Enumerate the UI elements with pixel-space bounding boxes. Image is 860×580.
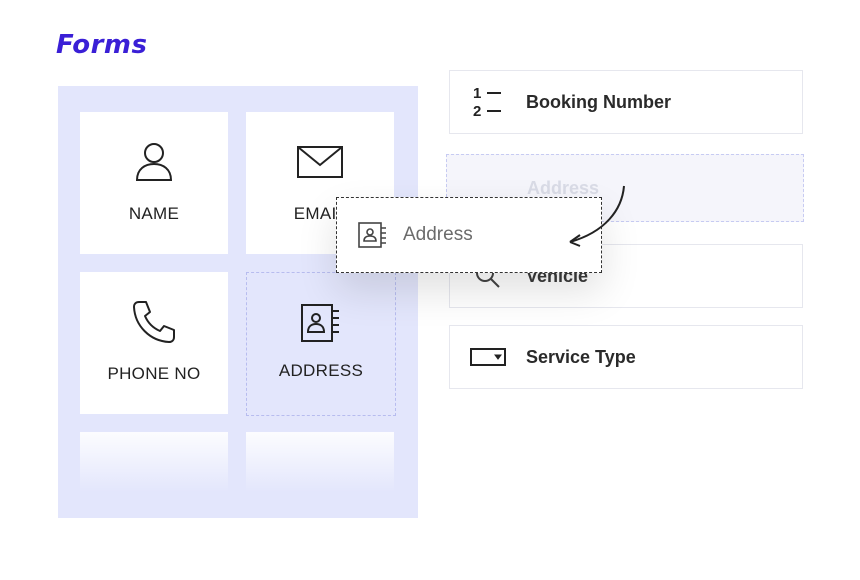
dragged-field-label: Address xyxy=(403,224,473,245)
palette-tile-name[interactable]: NAME xyxy=(80,112,228,254)
palette-tile-address[interactable]: ADDRESS xyxy=(246,272,396,416)
form-field-service-type[interactable]: Service Type xyxy=(449,325,803,389)
address-book-icon xyxy=(357,221,389,249)
envelope-icon xyxy=(296,140,344,184)
phone-icon xyxy=(131,300,177,344)
numbered-list-icon: 1 2 xyxy=(460,84,516,120)
palette-tile-email[interactable]: EMAIL xyxy=(246,112,394,254)
address-book-icon xyxy=(299,301,343,345)
palette-tile-faded xyxy=(246,432,394,492)
palette-tile-phone[interactable]: PHONE NO xyxy=(80,272,228,414)
field-label: Booking Number xyxy=(526,91,672,112)
tile-label: ADDRESS xyxy=(278,361,364,380)
drag-arrow-icon xyxy=(569,185,625,247)
svg-text:1: 1 xyxy=(473,85,481,102)
tile-label: PHONE NO xyxy=(107,364,201,383)
svg-text:2: 2 xyxy=(473,103,481,120)
dropdown-icon xyxy=(460,347,516,367)
drop-zone-label: Address xyxy=(527,177,600,198)
tile-label: EMAIL xyxy=(293,204,347,223)
tile-label: NAME xyxy=(128,204,180,223)
page-title: Forms xyxy=(56,30,148,60)
form-field-vehicle[interactable]: Vehicle xyxy=(449,244,803,308)
dragged-field-address[interactable]: Address xyxy=(336,197,602,273)
form-field-booking-number[interactable]: 1 2 Booking Number xyxy=(449,70,803,134)
field-palette: NAME EMAIL PHONE NO ADDRESS xyxy=(58,86,418,518)
person-icon xyxy=(134,140,174,184)
palette-tile-faded xyxy=(80,432,228,492)
field-label: Service Type xyxy=(526,346,636,367)
